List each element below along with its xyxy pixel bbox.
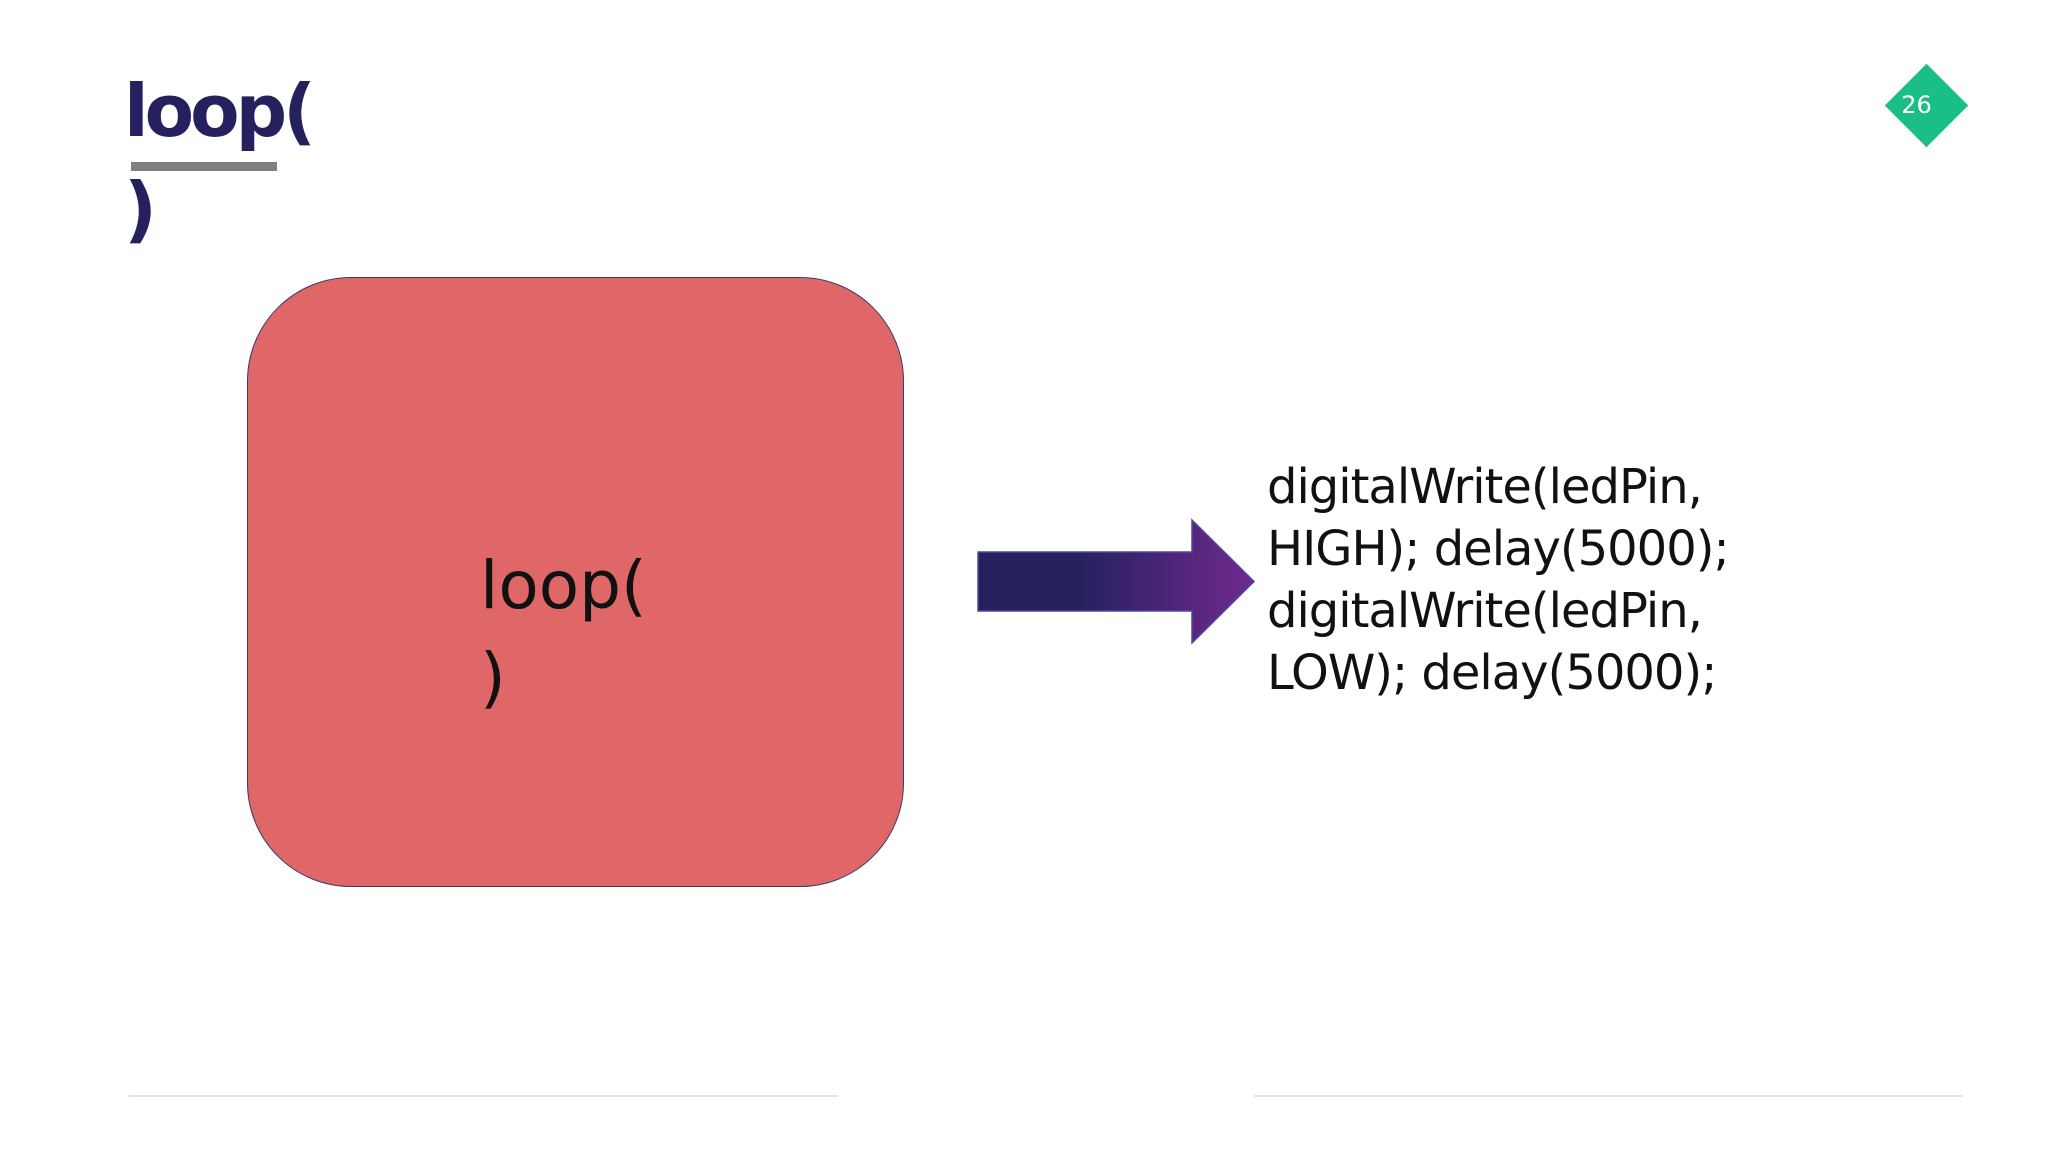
- arrow-shape: [977, 518, 1256, 645]
- page-number-badge: 26: [1882, 61, 1971, 150]
- code-description: digitalWrite(ledPin, HIGH); delay(5000);…: [1267, 459, 1730, 701]
- loop-box-label: loop( ): [480, 547, 647, 716]
- title-underline: [131, 162, 277, 171]
- footer-divider-left: [129, 1095, 838, 1097]
- slide-title: loop( ): [124, 69, 316, 251]
- right-arrow-icon: [977, 518, 1256, 645]
- footer-divider-right: [1254, 1095, 1963, 1097]
- loop-function-box: loop( ): [247, 277, 904, 887]
- page-number: 26: [1901, 91, 1932, 119]
